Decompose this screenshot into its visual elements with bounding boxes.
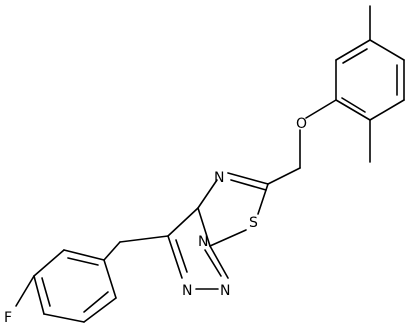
aryl-oxygen-bond — [305, 99, 337, 119]
bond — [83, 297, 117, 323]
bond — [335, 99, 371, 121]
bond — [335, 39, 371, 61]
nitrogen-atom-label-1: N — [214, 170, 224, 186]
nitrogen-atom-label-3: N — [182, 283, 192, 299]
bond — [33, 275, 45, 315]
bond — [209, 229, 247, 247]
carbon-fluorine-bond — [15, 275, 35, 307]
double-bond-inner — [342, 48, 368, 64]
bond — [257, 183, 269, 215]
bond — [197, 179, 218, 209]
double-bond-inner — [41, 277, 51, 307]
bond — [369, 39, 405, 61]
double-bond-inner — [341, 97, 366, 113]
bond — [103, 259, 117, 299]
bond — [167, 207, 199, 237]
nitrogen-atom-label-4: N — [220, 283, 230, 299]
dimethylphenyl-ring — [335, 39, 405, 121]
bond — [369, 99, 405, 121]
bond — [227, 172, 269, 185]
thiadiazole-ring — [197, 172, 269, 247]
bond — [209, 245, 229, 279]
benzyl-ring-bond — [103, 241, 121, 261]
oxygen-atom-label: O — [296, 116, 307, 132]
nitrogen-atom-label-2: N — [198, 234, 208, 250]
bond — [33, 249, 65, 277]
bond — [167, 235, 183, 279]
fluorophenyl-ring — [33, 249, 117, 323]
double-bond-inner — [204, 249, 222, 277]
double-bond-inner — [83, 291, 109, 313]
fluorine-atom-label: F — [4, 310, 12, 326]
double-bond-inner — [230, 179, 267, 191]
bond — [63, 249, 105, 261]
sulfur-atom-label: S — [249, 215, 258, 231]
benzyl-bond — [119, 235, 169, 243]
bond — [43, 313, 85, 323]
triazole-ring — [167, 207, 229, 290]
methylene-ring-bond — [267, 167, 301, 185]
double-bond-inner — [67, 257, 99, 266]
double-bond-inner — [175, 239, 188, 273]
bond — [197, 207, 211, 247]
